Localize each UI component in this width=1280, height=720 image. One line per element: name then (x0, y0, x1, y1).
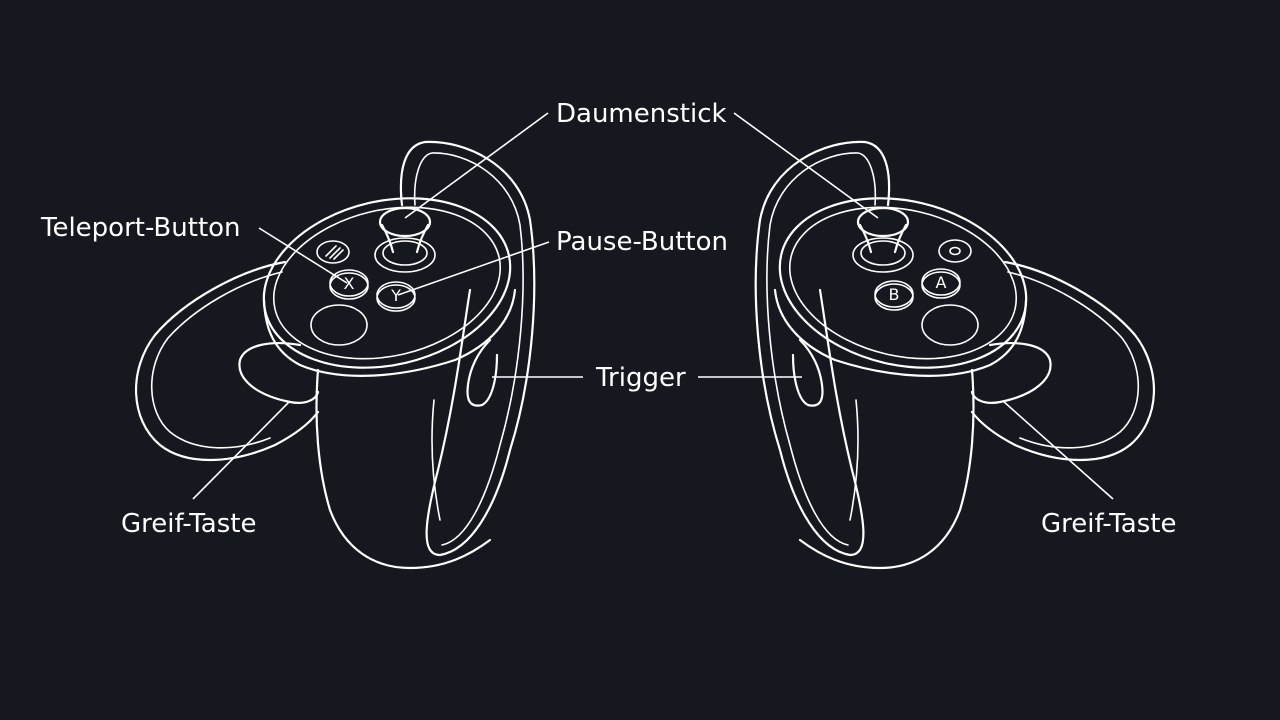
left-thumb-rest (310, 304, 368, 346)
leader-thumbstick-right (733, 112, 879, 219)
leader-grip-right (1002, 400, 1114, 500)
left-y-button-label: Y (390, 286, 401, 305)
right-b-button: B (874, 280, 914, 311)
label-pause-button: Pause-Button (556, 227, 729, 257)
left-x-button-label: X (344, 274, 355, 293)
label-trigger: Trigger (596, 363, 686, 393)
right-b-button-label: B (889, 285, 900, 304)
right-side-wing (970, 260, 1155, 462)
left-y-button: Y (376, 281, 416, 312)
right-thumbstick (852, 206, 914, 273)
left-tracking-ring (399, 140, 536, 557)
right-oculus-button (938, 239, 972, 263)
left-trigger (466, 338, 499, 407)
right-grip-button (970, 342, 1052, 404)
right-grip-body (798, 368, 975, 570)
label-grip-left: Greif-Taste (121, 509, 257, 539)
right-thumb-rest (921, 304, 979, 346)
right-controller: A B (754, 140, 1155, 570)
left-menu-button (316, 240, 350, 264)
leader-thumbstick-left (404, 112, 549, 219)
right-a-button: A (921, 268, 961, 299)
label-teleport-button: Teleport-Button (41, 213, 241, 243)
left-side-wing (135, 260, 320, 462)
right-trigger (791, 338, 824, 407)
leader-grip-left (192, 400, 291, 500)
right-tracking-ring (754, 140, 891, 557)
left-grip-body (315, 368, 492, 570)
left-grip-button (238, 342, 320, 404)
left-thumbstick (374, 206, 436, 273)
left-x-button: X (329, 269, 369, 300)
label-grip-right: Greif-Taste (1041, 509, 1177, 539)
left-controller: X Y (135, 140, 536, 570)
leader-pause (397, 241, 550, 296)
label-thumbstick: Daumenstick (556, 99, 727, 129)
right-a-button-label: A (936, 273, 947, 292)
leader-teleport (258, 227, 348, 284)
